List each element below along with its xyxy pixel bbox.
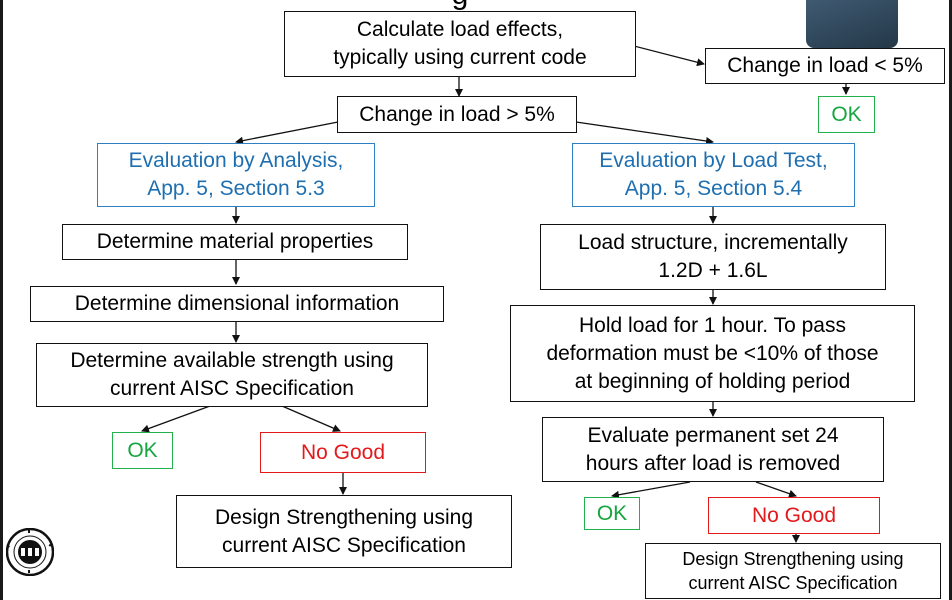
frame-right-border xyxy=(949,0,952,600)
node-ok-right: OK xyxy=(584,497,640,530)
node-ok-top: OK xyxy=(818,96,875,133)
node-no-good-right: No Good xyxy=(708,497,880,534)
arrow-calculate-to-change-lt xyxy=(633,45,705,67)
arrow-change-gt-to-loadtest xyxy=(575,121,714,145)
node-no-good-left: No Good xyxy=(260,432,426,473)
node-calculate-load-effects: Calculate load effects,typically using c… xyxy=(284,11,636,77)
node-change-load-less-5: Change in load < 5% xyxy=(705,48,945,84)
device-image-fragment xyxy=(806,0,898,48)
node-change-load-greater-5: Change in load > 5% xyxy=(337,96,577,133)
node-evaluation-by-analysis: Evaluation by Analysis,App. 5, Section 5… xyxy=(97,143,375,207)
aisc-seal-icon xyxy=(6,528,54,576)
node-evaluation-by-load-test: Evaluation by Load Test,App. 5, Section … xyxy=(572,143,855,207)
arrow-strength-to-nogood xyxy=(281,405,341,432)
arrow-permanent-to-ok xyxy=(611,481,691,499)
frame-left-border xyxy=(0,0,3,600)
arrow-strength-to-ok xyxy=(141,405,211,433)
node-ok-left: OK xyxy=(112,432,173,469)
arrow-permanent-to-nogood xyxy=(755,481,797,498)
node-determine-dimensional: Determine dimensional information xyxy=(30,286,444,322)
slide-title-fragment: g xyxy=(400,0,520,10)
arrow-change-gt-to-analysis xyxy=(235,121,339,145)
node-determine-material: Determine material properties xyxy=(62,224,408,260)
